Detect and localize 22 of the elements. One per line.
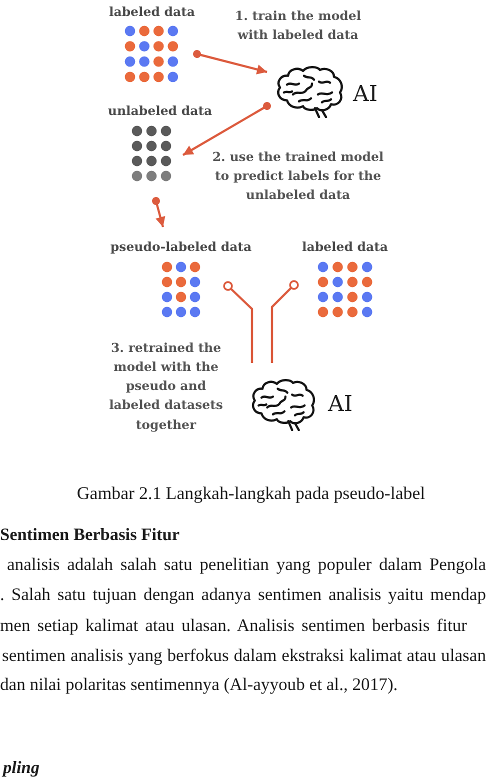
connector-line <box>270 280 299 363</box>
section-heading: pling <box>1 757 40 779</box>
section-heading: Sentimen Berbasis Fitur <box>0 525 180 545</box>
arrow <box>193 50 268 74</box>
dataset-label: labeled data <box>300 238 390 256</box>
ai-label: AI <box>328 392 353 418</box>
step-label: 1. train the model with labeled data <box>234 6 362 44</box>
ai-label: AI <box>353 82 378 108</box>
dataset-label: labeled data <box>108 3 196 21</box>
body-text: analisis adalah salah satu penelitian yang populer dalam Pengola <box>7 554 486 574</box>
body-text: . Salah satu tujuan dengan adanya sentimen analisis yaitu mendap <box>0 584 486 604</box>
body-text: sentimen analisis yang berfokus dalam ekstraksi kalimat atau ulasan <box>2 645 486 665</box>
figure-caption: Gambar 2.1 Langkah-langkah pada pseudo-label <box>76 483 426 503</box>
step-label: 3. retrained the model with the pseudo and labeled datasets together <box>108 338 224 434</box>
dataset-label: pseudo-labeled data <box>109 238 253 256</box>
body-text: dan nilai polaritas sentimennya (Al-ayyoub et al., 2017). <box>0 674 398 694</box>
connector-line <box>223 281 254 363</box>
arrow <box>152 197 166 228</box>
arrow <box>182 102 271 156</box>
step-label: 2. use the trained model to predict labels for the unlabeled data <box>211 148 385 204</box>
dataset-label: unlabeled data <box>106 102 214 120</box>
body-text: men setiap kalimat atau ulasan. Analisis sentimen berbasis fitur <box>0 615 467 635</box>
